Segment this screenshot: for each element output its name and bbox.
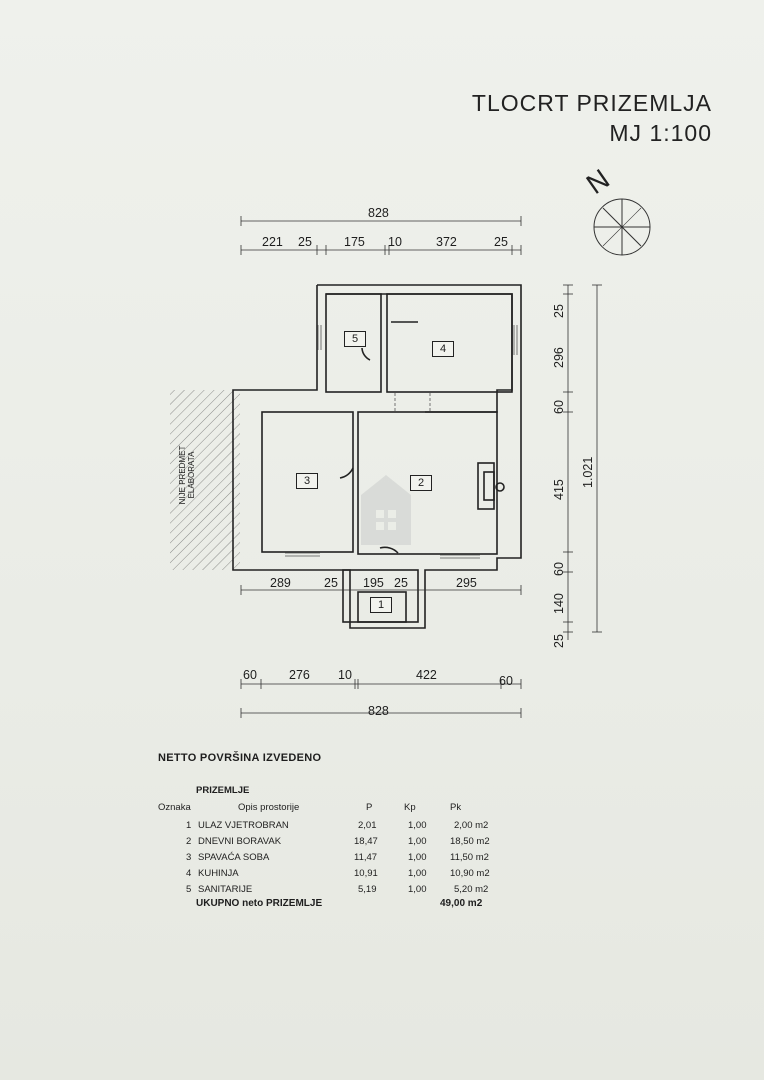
excluded-area-line-2: ELABORATA — [187, 451, 196, 499]
dim-top-total: 828 — [368, 206, 389, 220]
dim-right-seg-7: 25 — [552, 634, 566, 648]
north-arrow-icon — [593, 198, 651, 256]
row-pk: 5,20 m2 — [454, 884, 489, 895]
row-name: SPAVAĆA SOBA — [198, 852, 270, 863]
title-line-1: TLOCRT PRIZEMLJA — [471, 90, 712, 116]
row-pk: 18,50 m2 — [450, 836, 490, 847]
dim-top-seg-6: 25 — [494, 235, 508, 249]
header-p: P — [366, 802, 373, 813]
row-number: 4 — [186, 868, 192, 879]
dim-bottom-total: 828 — [368, 704, 389, 718]
row-number: 5 — [186, 884, 192, 895]
row-kp: 1,00 — [408, 836, 427, 847]
dim-mid-seg-5: 295 — [456, 576, 477, 590]
building-walls — [232, 284, 522, 629]
table-floor-label: PRIZEMLJE — [196, 785, 250, 796]
window-marks — [285, 325, 518, 559]
row-p: 10,91 — [354, 868, 378, 879]
dim-mid-seg-2: 25 — [324, 576, 338, 590]
dim-bottom-seg-2: 276 — [289, 668, 310, 682]
dim-bottom-seg-3: 10 — [338, 668, 352, 682]
dim-right-seg-4: 415 — [552, 479, 566, 500]
dim-mid-seg-3: 195 — [363, 576, 384, 590]
dim-right-seg-5: 60 — [552, 562, 566, 576]
room-label-3: 3 — [296, 473, 318, 489]
row-name: KUHINJA — [198, 868, 239, 879]
dim-right-seg-3: 60 — [552, 400, 566, 414]
row-p: 2,01 — [358, 820, 377, 831]
row-number: 2 — [186, 836, 192, 847]
header-opis: Opis prostorije — [238, 802, 300, 813]
table-heading: NETTO POVRŠINA IZVEDENO — [158, 752, 322, 764]
mid-dimension-lines — [240, 585, 522, 595]
table-row: 4 KUHINJA 10,91 1,00 10,90 m2 — [158, 868, 518, 884]
total-value: 49,00 m2 — [440, 898, 483, 909]
room-label-2: 2 — [410, 475, 432, 491]
drawing-title: TLOCRT PRIZEMLJA MJ 1:100 — [472, 88, 712, 148]
row-pk: 10,90 m2 — [450, 868, 490, 879]
dim-bottom-seg-1: 60 — [243, 668, 257, 682]
total-label: UKUPNO neto PRIZEMLJE — [196, 898, 323, 909]
room-label-1: 1 — [370, 597, 392, 613]
dim-mid-seg-4: 25 — [394, 576, 408, 590]
dim-top-seg-1: 221 — [262, 235, 283, 249]
row-name: ULAZ VJETROBRAN — [198, 820, 289, 831]
room-label-4: 4 — [432, 341, 454, 357]
dim-right-seg-6: 140 — [552, 593, 566, 614]
top-dimension-lines — [240, 216, 522, 255]
watermark-logo-icon — [361, 475, 411, 545]
room-label-5: 5 — [344, 331, 366, 347]
table-row: 1 ULAZ VJETROBRAN 2,01 1,00 2,00 m2 — [158, 820, 518, 836]
dim-top-seg-5: 372 — [436, 235, 457, 249]
excluded-area-label: NIJE PREDMET ELABORATA — [178, 430, 196, 520]
dim-right-seg-1: 25 — [552, 304, 566, 318]
header-kp: Kp — [404, 802, 416, 813]
row-pk: 11,50 m2 — [450, 852, 489, 863]
dim-bottom-seg-4: 422 — [416, 668, 437, 682]
dim-right-total: 1.021 — [581, 456, 595, 488]
dim-right-seg-2: 296 — [552, 347, 566, 368]
row-kp: 1,00 — [408, 852, 427, 863]
dim-mid-seg-1: 289 — [270, 576, 291, 590]
table-row: 2 DNEVNI BORAVAK 18,47 1,00 18,50 m2 — [158, 836, 518, 852]
table-row: 3 SPAVAĆA SOBA 11,47 1,00 11,50 m2 — [158, 852, 518, 868]
row-kp: 1,00 — [408, 884, 427, 895]
row-number: 1 — [186, 820, 192, 831]
row-p: 18,47 — [354, 836, 378, 847]
row-kp: 1,00 — [408, 820, 427, 831]
dim-bottom-seg-5: 60 — [499, 674, 513, 688]
row-number: 3 — [186, 852, 192, 863]
table-row: 5 SANITARIJE 5,19 1,00 5,20 m2 — [158, 884, 518, 900]
row-name: SANITARIJE — [198, 884, 253, 895]
right-dimension-lines — [563, 284, 602, 640]
bottom-dimension-lines — [240, 679, 522, 718]
header-pk: Pk — [450, 802, 462, 813]
dim-top-seg-2: 25 — [298, 235, 312, 249]
dim-top-seg-4: 10 — [388, 235, 402, 249]
row-pk: 2,00 m2 — [454, 820, 489, 831]
header-oznaka: Oznaka — [158, 802, 191, 813]
row-kp: 1,00 — [408, 868, 427, 879]
dim-top-seg-3: 175 — [344, 235, 365, 249]
row-p: 5,19 — [358, 884, 377, 895]
title-line-2: MJ 1:100 — [609, 120, 712, 146]
row-p: 11,47 — [354, 852, 378, 863]
excluded-area-line-1: NIJE PREDMET — [178, 445, 187, 505]
row-name: DNEVNI BORAVAK — [198, 836, 282, 847]
